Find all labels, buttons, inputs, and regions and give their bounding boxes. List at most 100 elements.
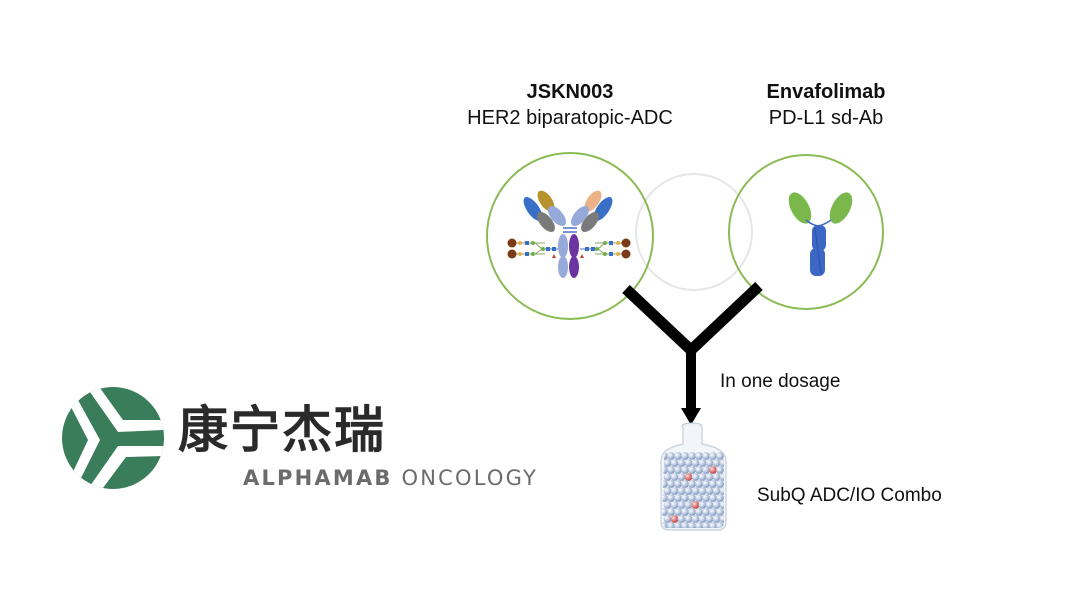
logo-english-name: ALPHAMAB ONCOLOGY (243, 466, 538, 490)
vial-bead-blue (719, 515, 724, 523)
vial-bead-blue (702, 522, 710, 528)
vial-bead-blue (702, 480, 710, 488)
vial-bead-blue (663, 487, 672, 495)
vial-bead-blue (677, 459, 686, 467)
drug-description-envafolimab: PD-L1 sd-Ab (768, 107, 884, 129)
vial-bead-blue (667, 452, 675, 460)
vial-bead-blue (698, 487, 707, 495)
vial-bead-blue (674, 466, 682, 474)
vial-bead-blue (709, 508, 717, 516)
vial-bead-blue (688, 494, 696, 502)
vial-bead-blue (712, 515, 721, 523)
drug-name-envafolimab: Envafolimab (766, 81, 886, 103)
vial-bead-blue (681, 466, 689, 474)
vial-bead-blue (670, 473, 679, 481)
logo-english-name-regular: ONCOLOGY (401, 466, 539, 490)
jskn003-circle (486, 152, 654, 320)
vial-bead-blue (667, 522, 675, 528)
vial-bead-blue (702, 452, 710, 460)
biparatopic-adc-antibody-icon (507, 190, 631, 278)
vial-bead-blue (709, 480, 717, 488)
vial-bead-blue (677, 501, 686, 509)
single-domain-antibody-icon (788, 192, 853, 276)
vial-bead-blue (695, 452, 703, 460)
vial-bead-blue (716, 494, 724, 502)
vial-bead-blue (698, 459, 707, 467)
vial-bead-blue (712, 473, 721, 481)
vial-bead-blue (698, 473, 707, 481)
vial-bead-blue (695, 522, 703, 528)
vial-bead-blue (674, 452, 682, 460)
vial-bead-blue (702, 494, 710, 502)
vial-bead-blue (698, 501, 707, 509)
vial-bead-blue (670, 501, 679, 509)
vial-bead-red (709, 466, 717, 474)
vial-bead-blue (663, 473, 672, 481)
vial-bead-blue (688, 522, 696, 528)
vial-bead-blue (688, 466, 696, 474)
vial-bead-blue (702, 508, 710, 516)
vial-bead-blue (674, 480, 682, 488)
vial-bead-blue (663, 459, 672, 467)
vial-bead-red (684, 473, 693, 481)
vial-bead-blue (705, 501, 714, 509)
vial-bead-blue (674, 494, 682, 502)
logo-chinese-name: 康宁杰瑞 (178, 401, 386, 459)
vial-icon (660, 422, 727, 531)
vial-bead-blue (705, 473, 714, 481)
vial-bead-blue (670, 487, 679, 495)
vial-bead-blue (691, 515, 700, 523)
vial-bead-blue (684, 487, 693, 495)
vial-bead-blue (684, 501, 693, 509)
merge-arrow (622, 281, 763, 425)
vial-bead-blue (667, 494, 675, 502)
vial-bead-blue (712, 459, 721, 467)
vial-bead-blue (716, 452, 724, 460)
vial-bead-blue (709, 452, 717, 460)
vial-bead-blue (688, 452, 696, 460)
vial-bead-red (691, 501, 700, 509)
overlap-circle (635, 173, 753, 291)
vial-bead-blue (681, 494, 689, 502)
vial-bead-blue (667, 466, 675, 474)
vial-bead-blue (716, 508, 724, 516)
vial-bead-blue (705, 459, 714, 467)
vial-bead-blue (702, 466, 710, 474)
vial-bead-blue (677, 487, 686, 495)
vial-bead-blue (719, 501, 724, 509)
vial-bead-blue (695, 494, 703, 502)
vial-bead-blue (674, 508, 682, 516)
vial-bead-blue (709, 494, 717, 502)
vial-bead-blue (719, 459, 724, 467)
vial-bead-blue (674, 522, 682, 528)
vial-bead-blue (719, 487, 724, 495)
vial-bead-blue (688, 508, 696, 516)
vial-bead-blue (667, 508, 675, 516)
vial-bead-blue (688, 480, 696, 488)
vial-bead-blue (681, 522, 689, 528)
drug-name-jskn003: JSKN003 (526, 81, 614, 103)
vial-bead-blue (663, 501, 672, 509)
vial-bead-blue (712, 487, 721, 495)
vial-bead-blue (695, 466, 703, 474)
merge-label: In one dosage (720, 371, 841, 392)
vial-bead-blue (705, 515, 714, 523)
vial-bead-blue (667, 480, 675, 488)
vial-bead-blue (684, 459, 693, 467)
vial-bead-blue (695, 508, 703, 516)
vial-bead-blue (681, 480, 689, 488)
vial-bead-blue (691, 473, 700, 481)
vial-bead-blue (691, 487, 700, 495)
vial-bead-blue (691, 459, 700, 467)
result-label: SubQ ADC/IO Combo (757, 485, 942, 506)
vial-bead-blue (684, 515, 693, 523)
vial-bead-blue (681, 452, 689, 460)
vial-bead-blue (698, 515, 707, 523)
vial-bead-blue (681, 508, 689, 516)
drug-description-jskn003: HER2 biparatopic-ADC (467, 107, 673, 129)
vial-bead-blue (663, 515, 672, 523)
vial-bead-blue (677, 515, 686, 523)
vial-bead-blue (709, 522, 717, 528)
vial-bead-blue (677, 473, 686, 481)
